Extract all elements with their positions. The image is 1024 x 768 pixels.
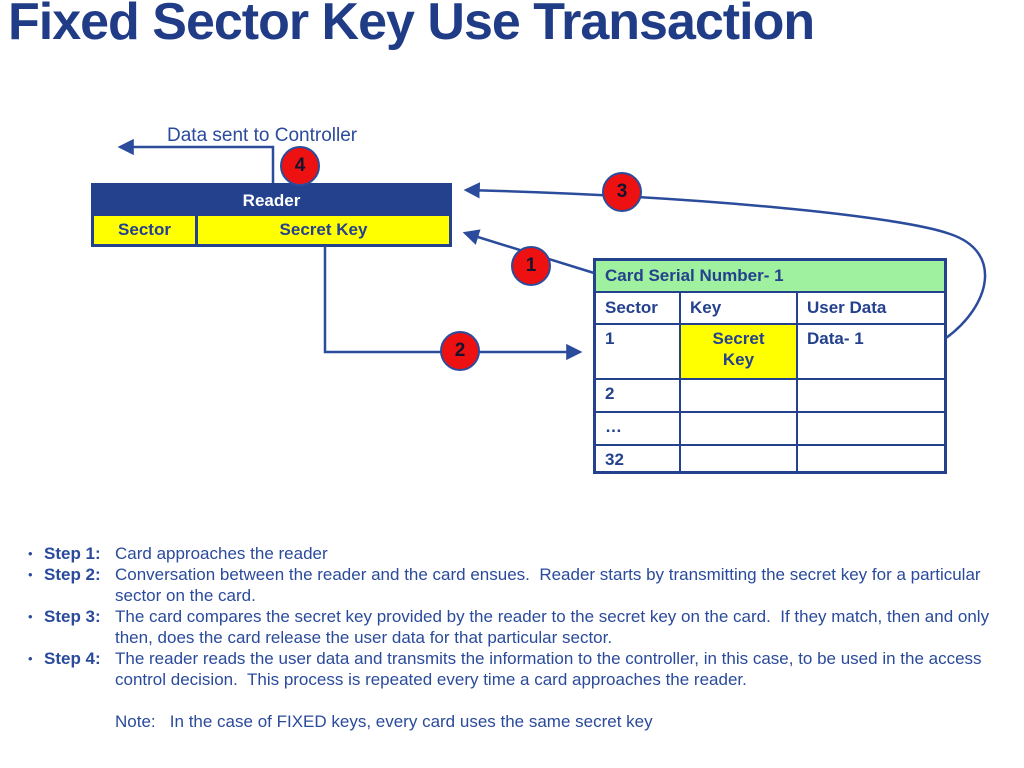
bullet-icon: • [28, 546, 33, 561]
callout-step-2: 2 [440, 331, 480, 371]
reader-box: Reader Sector Secret Key [91, 183, 452, 247]
cell-data-32 [798, 446, 944, 473]
note-text: Note: In the case of FIXED keys, every c… [115, 712, 653, 731]
step-4-label: Step 4: [44, 649, 101, 668]
step-3-label: Step 3: [44, 607, 101, 626]
reader-key-row: Sector Secret Key [94, 216, 449, 244]
step-2-text: Conversation between the reader and the … [115, 565, 981, 605]
callout-step-3: 3 [602, 172, 642, 212]
cell-key-32 [681, 446, 798, 473]
cell-data-2 [798, 380, 944, 411]
col-header-user-data: User Data [807, 298, 887, 317]
card-serial-header: Card Serial Number- 1 [596, 261, 944, 293]
bullet-icon: • [28, 609, 33, 624]
list-item-step-2: • Step 2: Conversation between the reade… [28, 564, 1003, 606]
callout-step-1: 1 [511, 246, 551, 286]
cell-key-2 [681, 380, 798, 411]
table-row: 32 [596, 446, 944, 473]
step-2-label: Step 2: [44, 565, 101, 584]
card-table: Card Serial Number- 1 Sector Key User Da… [593, 258, 947, 474]
list-item-step-1: • Step 1: Card approaches the reader [28, 543, 1003, 564]
reader-title: Reader [94, 186, 449, 216]
callout-step-4: 4 [280, 146, 320, 186]
reader-secret-key-cell: Secret Key [198, 216, 449, 244]
step-3-text: The card compares the secret key provide… [115, 607, 990, 647]
step-1-text: Card approaches the reader [115, 544, 328, 563]
bullet-icon: • [28, 651, 33, 666]
cell-sector-ellipsis: … [596, 413, 681, 444]
steps-list: • Step 1: Card approaches the reader • S… [28, 543, 1003, 732]
col-header-sector: Sector [596, 293, 681, 323]
table-row: … [596, 413, 944, 446]
bullet-icon: • [28, 567, 33, 582]
page-title: Fixed Sector Key Use Transaction [8, 0, 815, 51]
step-1-label: Step 1: [44, 544, 101, 563]
step-4-text: The reader reads the user data and trans… [115, 649, 982, 689]
reader-sector-cell: Sector [94, 216, 198, 244]
cell-key-ellipsis [681, 413, 798, 444]
cell-data-ellipsis [798, 413, 944, 444]
cell-secret-key: Secret Key [681, 325, 798, 378]
cell-sector-2: 2 [596, 380, 681, 411]
cell-sector-32: 32 [596, 446, 681, 473]
list-item-step-4: • Step 4: The reader reads the user data… [28, 648, 1003, 690]
table-row: 2 [596, 380, 944, 413]
cell-sector-1: 1 [596, 325, 681, 378]
card-column-headers: Sector Key User Data [596, 293, 944, 325]
cell-data-1: Data- 1 [807, 329, 864, 348]
controller-arrow-label: Data sent to Controller [167, 125, 358, 146]
table-row: 1 Secret Key Data- 1 [596, 325, 944, 380]
arrow-data-to-controller [117, 138, 275, 183]
list-item-step-3: • Step 3: The card compares the secret k… [28, 606, 1003, 648]
col-header-key: Key [681, 293, 798, 323]
